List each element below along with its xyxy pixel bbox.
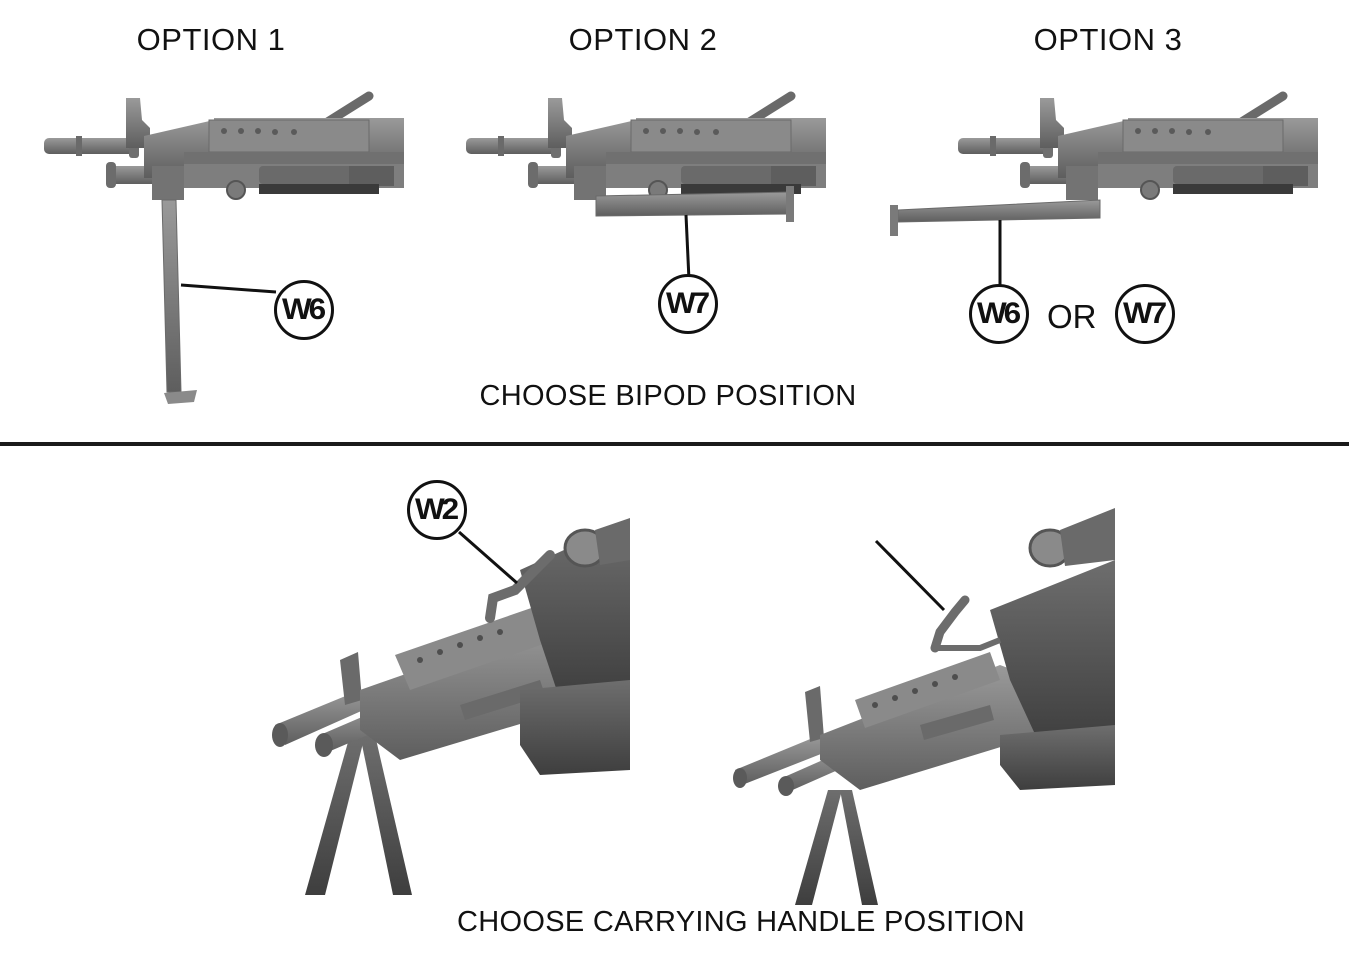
callout-w6-option-3: W6 xyxy=(969,284,1029,344)
bipod-folded-back xyxy=(897,199,1101,223)
callout-label: W6 xyxy=(282,293,326,326)
option-1-illustration xyxy=(44,96,404,404)
callout-w7-option-2: W7 xyxy=(658,274,718,334)
callout-label: W6 xyxy=(977,297,1021,330)
option-2-illustration xyxy=(466,96,826,222)
option-1-title: OPTION 1 xyxy=(136,22,286,57)
leader-line xyxy=(684,214,691,281)
option-3-title: OPTION 3 xyxy=(1033,22,1183,57)
or-text: OR xyxy=(1047,298,1097,335)
leader-line xyxy=(874,539,946,612)
callout-label: W7 xyxy=(666,287,710,320)
callout-label: W7 xyxy=(1123,297,1167,330)
carrying-handle-caption: CHOOSE CARRYING HANDLE POSITION xyxy=(457,906,1025,938)
callout-w7-option-3: W7 xyxy=(1115,284,1175,344)
leader-line xyxy=(458,530,518,585)
option-3-illustration xyxy=(958,96,1318,200)
callout-w2: W2 xyxy=(407,480,467,540)
carry-handle-upright-illustration xyxy=(272,518,630,895)
option-2-title: OPTION 2 xyxy=(568,22,718,57)
callout-w6-option-1: W6 xyxy=(274,280,334,340)
carry-handle-folded-illustration xyxy=(733,508,1115,905)
leader-line xyxy=(180,283,277,294)
callout-label: W2 xyxy=(415,493,459,526)
section-divider xyxy=(0,442,1349,446)
bipod-caption: CHOOSE BIPOD POSITION xyxy=(479,380,857,412)
